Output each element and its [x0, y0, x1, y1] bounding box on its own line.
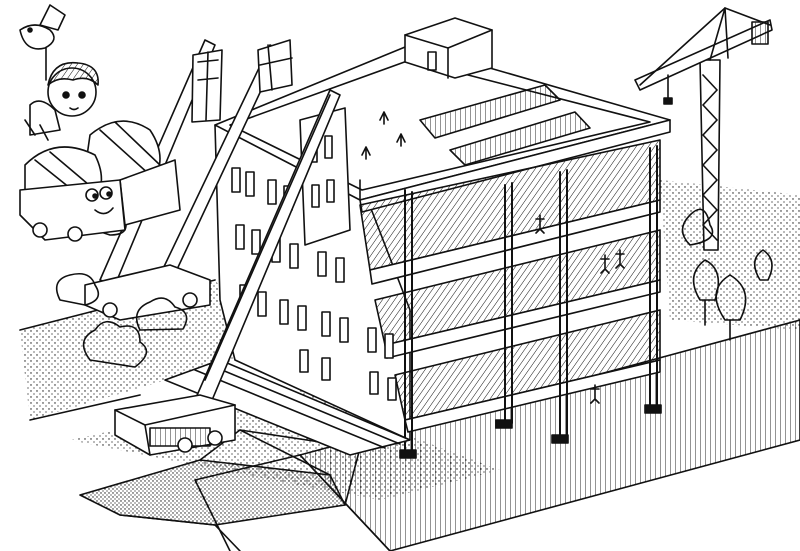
solar-panels: [419, 84, 591, 166]
columns: [399, 145, 662, 459]
concrete-mixer-trucks: [19, 120, 181, 242]
trees-right: [681, 208, 773, 341]
building-cutaway: [164, 17, 671, 459]
interior-workers: [535, 214, 625, 404]
bird-on-pole: [19, 4, 66, 81]
excavation-trench: [79, 429, 361, 551]
floor-slabs: [359, 139, 661, 433]
tower-crane: [634, 7, 773, 251]
roof-worker: [379, 111, 389, 125]
child-figure: [24, 61, 99, 141]
truck-crane-front: [114, 89, 341, 456]
